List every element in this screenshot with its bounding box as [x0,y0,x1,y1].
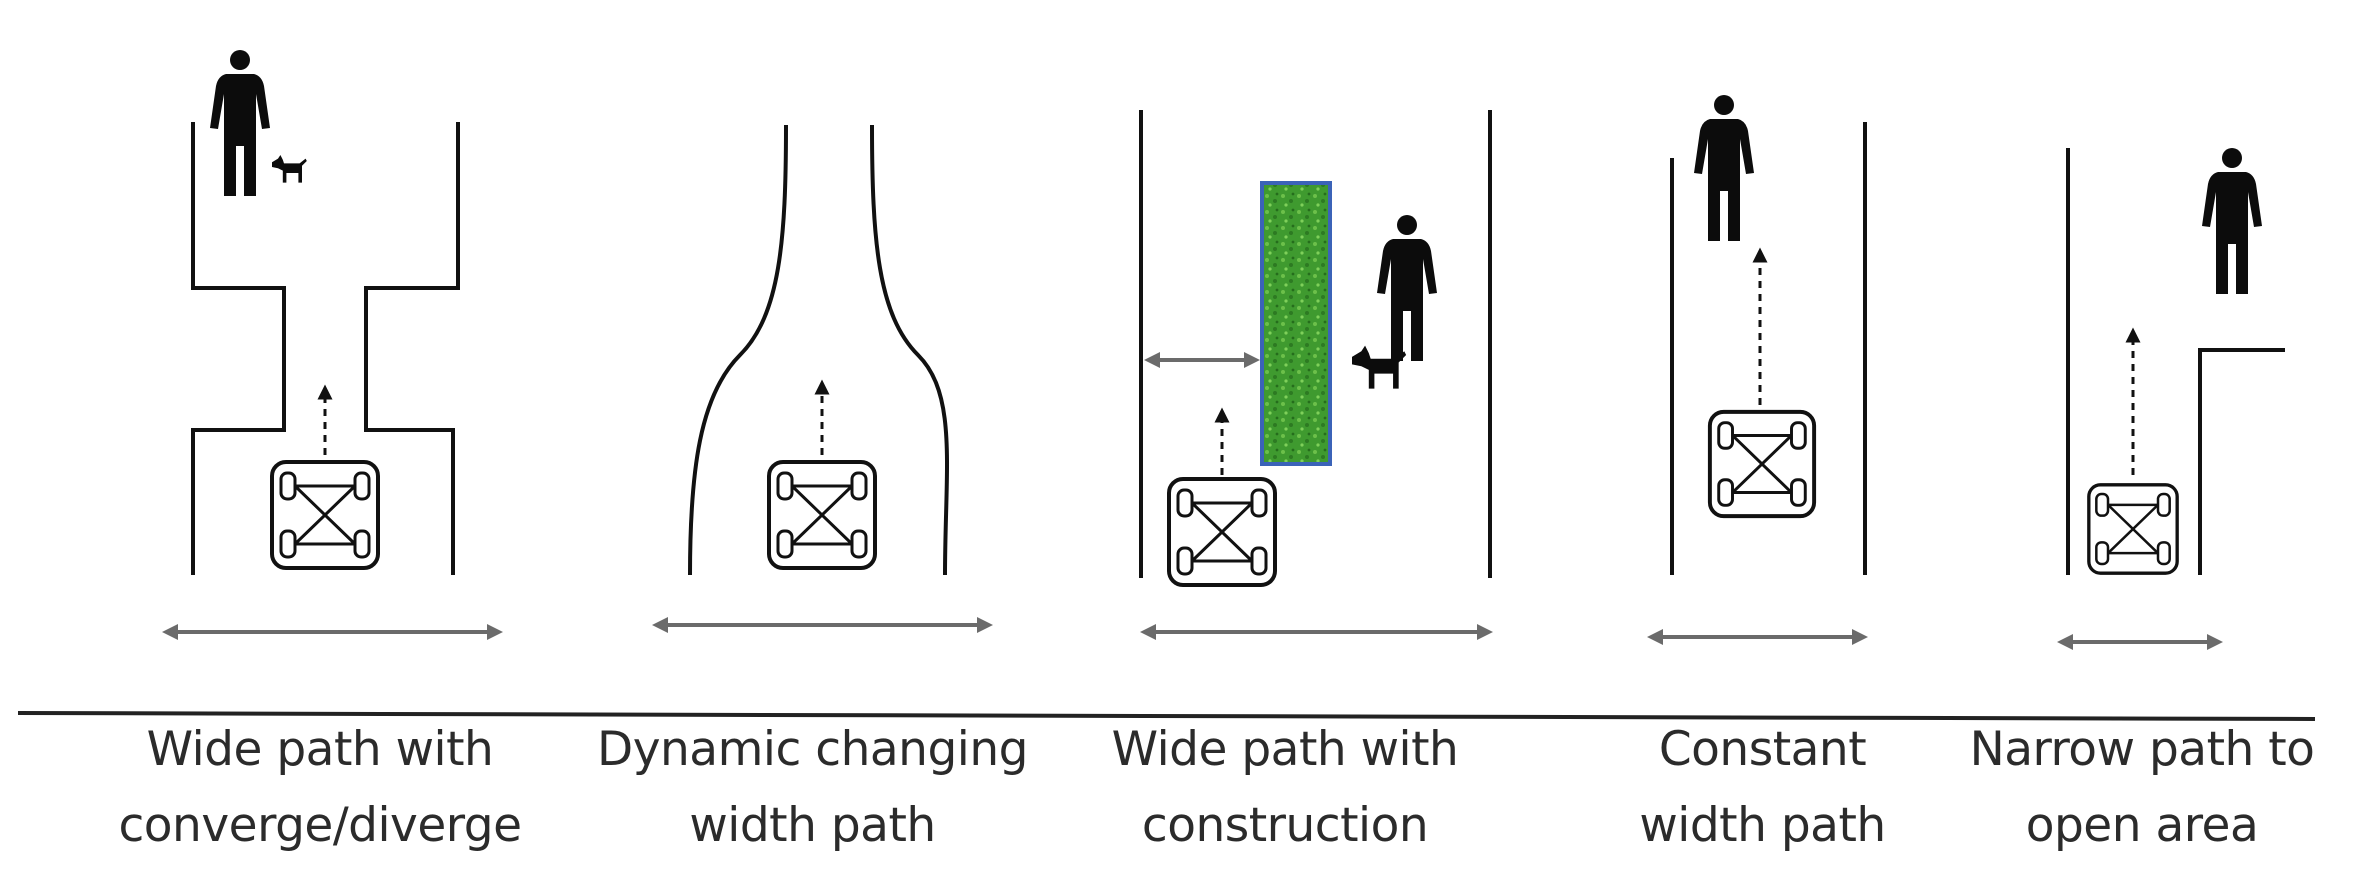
path-walls-right [870,124,950,576]
path-walls-left [191,122,286,575]
caption-line: open area [2025,798,2259,853]
person-icon [1377,215,1437,361]
caption-line: Constant [1658,722,1867,777]
robot-icon [270,460,380,570]
caption-line: Wide path with [146,722,494,777]
panel-converge-diverge [162,50,503,640]
caption-separator [17,711,2316,721]
caption-line: width path [1639,798,1886,853]
panel-dynamic-width [652,124,993,633]
caption-line: width path [689,798,936,853]
person-icon [2202,148,2262,294]
robot-icon [2086,483,2180,576]
person-icon [210,50,270,196]
panel-constant-width [1647,95,1868,645]
path-walls-right [364,122,460,575]
caption-dynamic-width: Dynamic changing width path [575,712,1050,864]
caption-construction: Wide path with construction [1070,712,1500,864]
path-walls-left [688,124,788,576]
caption-narrow-to-open: Narrow path to open area [1932,712,2352,864]
caption-converge-diverge: Wide path with converge/diverge [70,712,570,864]
robot-icon [1167,477,1277,587]
panel-narrow-to-open [2057,148,2285,650]
dog-icon [272,155,307,183]
caption-line: construction [1141,798,1429,853]
caption-line: Wide path with [1111,722,1459,777]
panel-construction [1139,110,1493,640]
path-walls-right [2198,348,2285,575]
grass-obstacle [1260,181,1332,466]
caption-line: Dynamic changing [597,722,1028,777]
robot-icon [767,460,877,570]
caption-line: converge/diverge [118,798,522,853]
robot-icon [1707,409,1817,519]
person-icon [1694,95,1754,241]
caption-constant-width: Constant width path [1595,712,1930,864]
caption-line: Narrow path to [1969,722,2315,777]
